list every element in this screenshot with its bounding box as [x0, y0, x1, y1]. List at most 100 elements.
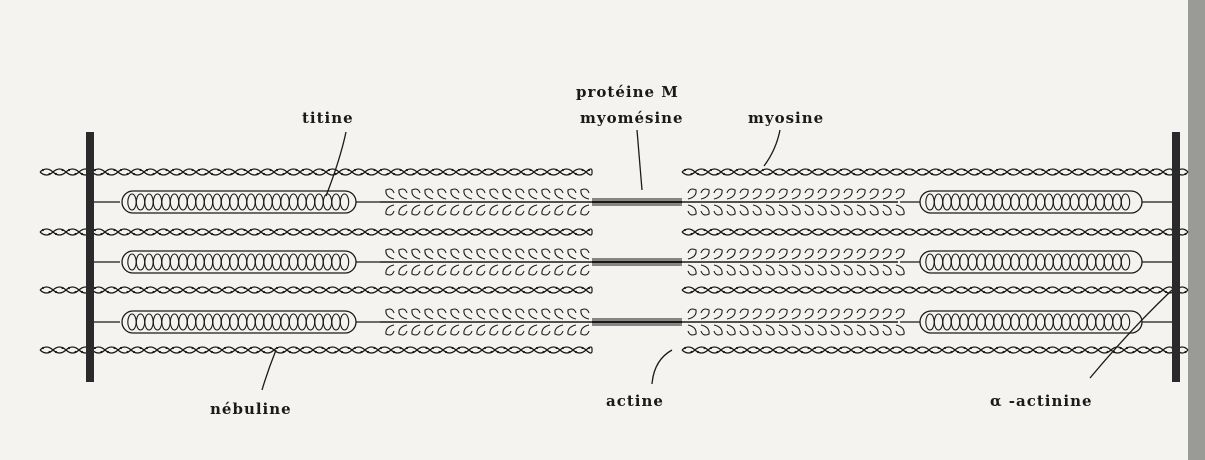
- actin-bead: [107, 291, 109, 293]
- myosin-head: [857, 265, 865, 275]
- actin-bead: [178, 173, 180, 175]
- actin-bead: [347, 229, 349, 231]
- actin-bead: [191, 287, 193, 289]
- actin-bead: [107, 173, 109, 175]
- titin-coil: [340, 314, 348, 330]
- actin-bead: [937, 347, 939, 349]
- actin-bead: [380, 229, 382, 231]
- actin-bead: [568, 291, 570, 293]
- actin-bead: [1048, 229, 1050, 231]
- myosin-head: [766, 249, 774, 259]
- actin-bead: [146, 229, 148, 231]
- myosin-head: [740, 205, 748, 215]
- actin-bead: [807, 287, 809, 289]
- z-disc-left: [86, 132, 94, 382]
- titin-coil: [247, 194, 255, 210]
- myosin-head: [870, 249, 878, 259]
- titin-coil: [332, 194, 340, 210]
- titin-coil: [1002, 314, 1010, 330]
- actin-bead: [911, 347, 913, 349]
- actin-bead: [697, 291, 699, 293]
- actin-bead: [918, 229, 920, 231]
- leader-nebuline: [262, 350, 276, 390]
- actin-bead: [1087, 233, 1089, 235]
- actin-bead: [781, 287, 783, 289]
- myosin-head: [753, 205, 761, 215]
- actin-bead: [48, 351, 50, 353]
- actin-bead: [775, 233, 777, 235]
- myosin-head: [451, 249, 459, 259]
- titin-coil: [145, 194, 153, 210]
- titin-coil: [1121, 194, 1129, 210]
- actin-bead: [820, 173, 822, 175]
- actin-bead: [976, 173, 978, 175]
- myosin-head: [844, 265, 852, 275]
- actin-bead: [61, 287, 63, 289]
- myosin-head: [412, 309, 420, 319]
- titin-coil: [323, 254, 331, 270]
- myosin-head: [727, 325, 735, 335]
- actin-bead: [872, 173, 874, 175]
- titin-coil: [1053, 314, 1061, 330]
- actin-bead: [191, 229, 193, 231]
- actin-bead: [503, 287, 505, 289]
- actin-bead: [1093, 169, 1095, 171]
- actin-bead: [464, 351, 466, 353]
- actin-bead: [853, 291, 855, 293]
- titin-coil: [255, 194, 263, 210]
- actin-bead: [178, 351, 180, 353]
- myosin-head: [581, 205, 589, 215]
- actin-bead: [367, 233, 369, 235]
- actin-filament: [682, 287, 1188, 293]
- titin-coil: [281, 314, 289, 330]
- actin-bead: [931, 351, 933, 353]
- myosin-head: [844, 205, 852, 215]
- titin-coil: [1062, 194, 1070, 210]
- actin-bead: [1041, 287, 1043, 289]
- actin-bead: [794, 173, 796, 175]
- titin-coil: [128, 194, 136, 210]
- thick-filament: [380, 189, 904, 215]
- titin-spring: [920, 191, 1142, 213]
- actin-bead: [749, 173, 751, 175]
- actin-bead: [1139, 173, 1141, 175]
- actin-bead: [243, 287, 245, 289]
- actin-bead: [690, 291, 692, 293]
- actin-bead: [820, 233, 822, 235]
- actin-bead: [976, 233, 978, 235]
- myosin-head: [568, 205, 576, 215]
- actin-bead: [100, 233, 102, 235]
- actin-bead: [100, 351, 102, 353]
- titin-coil: [196, 314, 204, 330]
- actin-strand: [682, 172, 1188, 175]
- actin-strand: [682, 232, 1188, 235]
- actin-bead: [159, 173, 161, 175]
- actin-bead: [438, 351, 440, 353]
- myosin-head: [503, 189, 511, 199]
- actin-bead: [840, 347, 842, 349]
- actin-bead: [768, 173, 770, 175]
- titin-spring: [122, 311, 356, 333]
- actin-bead: [230, 291, 232, 293]
- actin-bead: [321, 287, 323, 289]
- myosin-head: [490, 265, 498, 275]
- actin-bead: [217, 229, 219, 231]
- titin-coil: [323, 194, 331, 210]
- actin-bead: [1022, 287, 1024, 289]
- myosin-head: [451, 205, 459, 215]
- myosin-head: [399, 205, 407, 215]
- actin-bead: [198, 287, 200, 289]
- actin-bead: [328, 169, 330, 171]
- actin-bead: [1074, 169, 1076, 171]
- actin-bead: [276, 169, 278, 171]
- actin-bead: [970, 287, 972, 289]
- actin-bead: [315, 173, 317, 175]
- titin-coil: [968, 254, 976, 270]
- actin-bead: [1035, 233, 1037, 235]
- actin-bead: [1132, 233, 1134, 235]
- actin-bead: [575, 351, 577, 353]
- actin-bead: [477, 347, 479, 349]
- actin-bead: [484, 347, 486, 349]
- myosin-head: [831, 265, 839, 275]
- titin-coil: [1113, 314, 1121, 330]
